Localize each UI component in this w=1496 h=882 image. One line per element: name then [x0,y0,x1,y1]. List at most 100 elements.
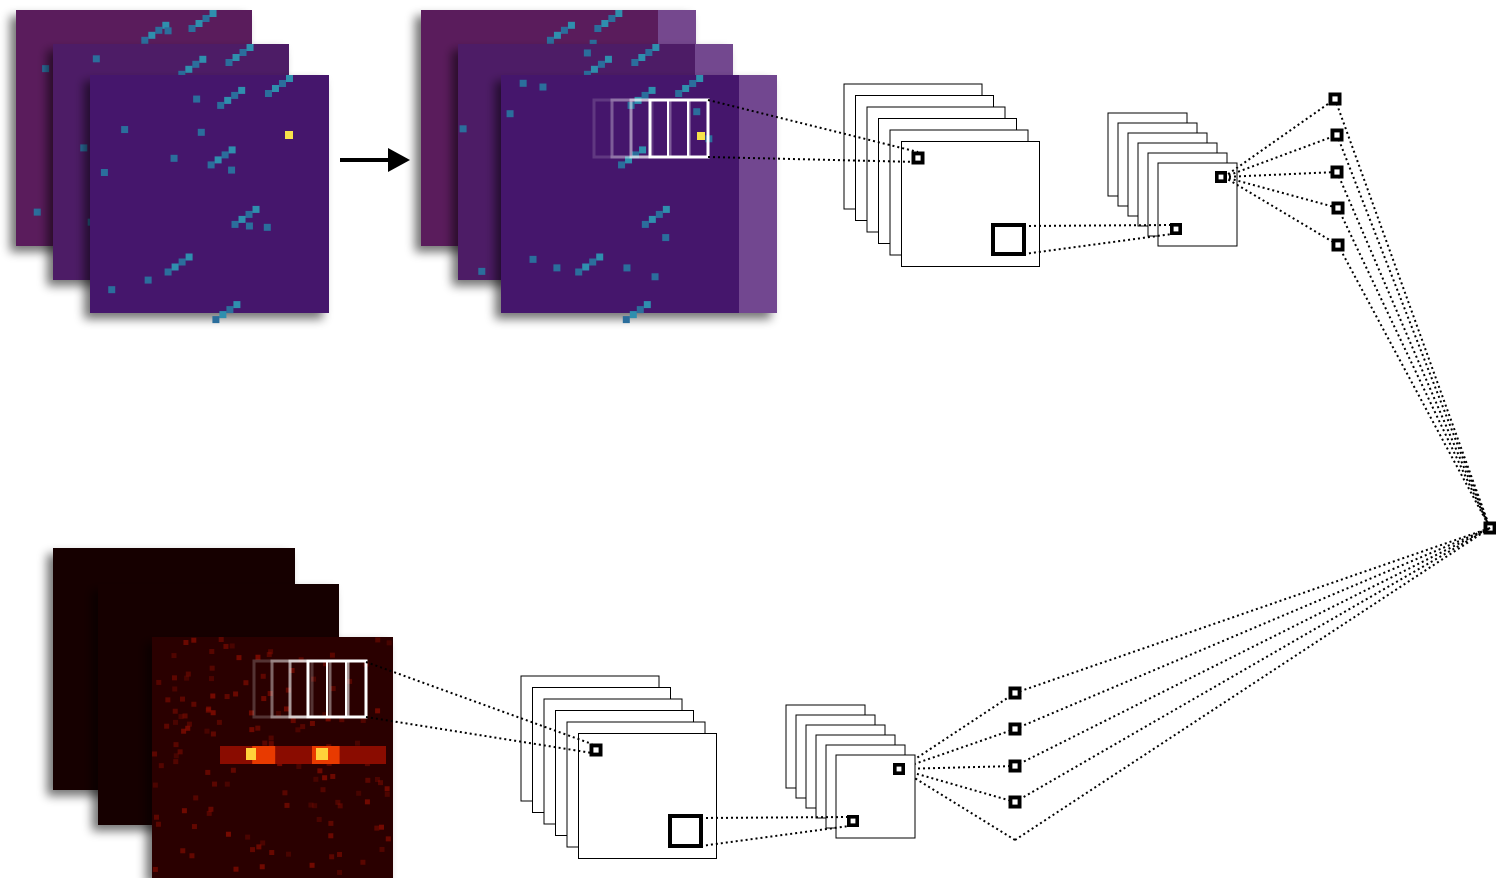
heat-pixel [234,867,239,872]
heat-pixel [276,711,281,716]
connection-line [900,769,1015,840]
plane-pixel [575,269,582,276]
plane-pixel [554,32,561,39]
plane-pixel [264,224,271,231]
plane-pixel [172,264,179,271]
bright-pixel [697,132,705,140]
square-node-inner [915,155,920,160]
heat-pixel [260,864,265,869]
plane-pixel [186,254,193,261]
input-plane-front [90,75,329,323]
heat-pixel [233,691,238,696]
plane-pixel [222,151,229,158]
heat-pixel [282,790,287,795]
plane-pixel [675,90,682,97]
heat-pixel [180,697,185,702]
connection-line [900,693,1015,769]
heat-pixel [328,833,333,838]
heat-pixel [355,741,360,746]
plane-pixel [238,87,245,94]
square-node-inner [1174,227,1179,232]
square-node-icon [1009,760,1022,773]
plane-background [90,75,329,313]
plane-background [501,75,777,313]
plane-pixel [639,146,646,153]
decoder-deconv2-stack [786,705,915,838]
connection-line [900,729,1015,769]
heat-pixel [205,770,210,775]
square-node-inner [1012,799,1017,804]
heat-peak [246,748,256,760]
heat-pixel [365,778,370,783]
heat-pixel [182,808,187,813]
plane-pixel [591,66,598,73]
plane-pixel [203,15,210,22]
connection-line [1015,528,1490,802]
heat-pixel [210,666,215,671]
heat-pixel [386,836,391,841]
heat-band-pixel [381,746,386,764]
heat-pixel [308,803,313,808]
heat-pixel [385,792,390,797]
heat-pixel [236,655,241,660]
heat-pixel [317,768,322,773]
square-node-inner [1332,96,1337,101]
plane-pixel [594,25,601,32]
plane-pixel [561,27,568,34]
heat-pixel [230,643,235,648]
connection-line [701,826,849,846]
plane-pixel [240,49,247,56]
encoder-conv2-stack [1108,113,1237,246]
square-node-inner [1012,690,1017,695]
heat-band-pixel [340,746,345,764]
heat-pixel [211,731,216,736]
heat-pixel [217,720,222,725]
heat-band-pixel [261,746,266,764]
plane-pixel [247,44,254,51]
heat-pixel [165,697,170,702]
plane-pixel [656,211,663,218]
square-node-icon [1009,723,1022,736]
heat-pixel [209,649,214,654]
plane-pixel [265,90,272,97]
square-node-icon [1332,239,1345,252]
heat-band-pixel [335,746,340,764]
heat-pixel [255,726,260,731]
plane-pixel [179,259,186,266]
heat-band-pixel [353,746,358,764]
heat-pixel [284,803,289,808]
heat-pixel [337,870,342,875]
plane-pixel [638,54,645,61]
square-node-icon [893,763,905,775]
heat-pixel [269,741,274,746]
heat-band-pixel [220,746,225,764]
plane-pixel [141,37,148,44]
plane-pixel [226,306,233,313]
heat-pixel [286,852,291,857]
connection-line [1338,245,1490,528]
plane-pixel [642,92,649,99]
padding-strip [739,75,777,313]
plane-pixel [507,110,514,117]
heat-band-pixel [234,746,239,764]
heat-band-pixel [266,746,271,764]
plane-pixel [246,222,253,229]
heat-pixel [269,850,274,855]
heat-pixel [360,860,365,865]
connection-line [1224,177,1338,245]
plane-pixel [637,306,644,313]
heat-band-pixel [257,746,262,764]
heat-pixel [154,815,159,820]
heat-pixel [171,653,176,658]
plane-pixel [618,161,625,168]
plane-pixel [644,301,651,308]
heat-pixel [330,653,335,658]
plane-pixel [279,80,286,87]
plane-pixel [171,155,178,162]
plane-pixel [196,20,203,27]
square-node-inner [1334,132,1339,137]
heat-pixel [330,774,335,779]
plane-pixel [596,254,603,261]
heat-pixel [267,652,272,657]
heat-pixel [356,791,361,796]
